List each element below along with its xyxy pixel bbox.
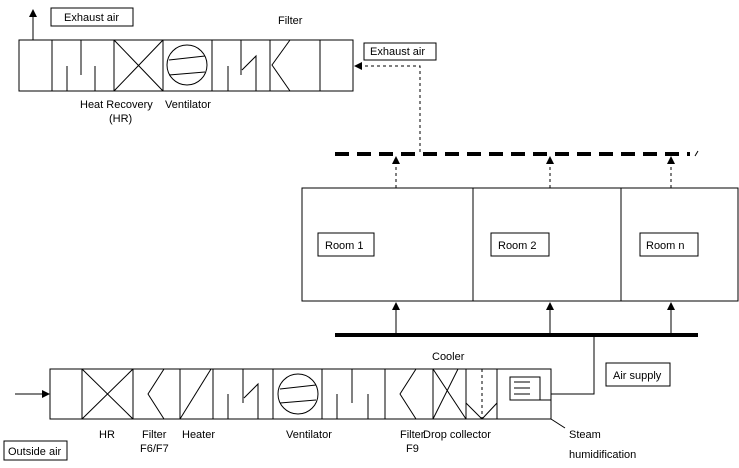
exhaust-air-top-label: Exhaust air [64, 12, 119, 24]
steam-humidifier-icon [509, 376, 551, 401]
filter-f9-label-2: F9 [406, 443, 419, 455]
drop-collector-label: Drop collector [423, 429, 491, 441]
supply-ventilator-fan-icon [277, 373, 319, 415]
room-2-label: Room 2 [498, 240, 537, 252]
supply-air-unit [15, 368, 566, 429]
ventilator-top-label: Ventilator [165, 99, 211, 111]
exhaust-return-dashed-line [354, 62, 421, 152]
supply-pocket-filter-icon [227, 369, 259, 419]
exhaust-chevron-filter-icon [271, 39, 291, 92]
hr-cross-icon [81, 368, 134, 420]
heat-recovery-label: Heat Recovery [80, 99, 153, 111]
exhaust-air-right-label: Exhaust air [370, 46, 425, 58]
steam-label-2: humidification [569, 449, 636, 461]
rooms: Room 1 Room 2 Room n [301, 187, 739, 302]
heater-slash-icon [179, 368, 212, 420]
heater-label: Heater [182, 429, 215, 441]
room-n-box [639, 232, 699, 257]
hr-bottom-label: HR [99, 429, 115, 441]
filter-f9-label-1: Filter [400, 429, 425, 441]
ventilator-fan-icon [166, 44, 208, 86]
steam-label-1: Steam [569, 429, 601, 441]
filter-top-label: Filter [278, 15, 303, 27]
drop-collector-icon [432, 368, 498, 420]
heat-recovery-cross-icon [113, 39, 164, 92]
exhaust-filter-pockets-icon [227, 40, 257, 91]
outside-air-label-box [3, 440, 68, 461]
outside-air-label: Outside air [8, 446, 62, 458]
supply-riser-line [551, 337, 595, 395]
ventilator-bottom-label: Ventilator [286, 429, 332, 441]
heat-recovery-comb-icon [66, 40, 96, 91]
heat-recovery-abbr-label: (HR) [109, 113, 132, 125]
filter-f6f7-label-1: Filter [142, 429, 167, 441]
filter-f9-chevron-icon [399, 368, 417, 420]
filter-f6f7-chevron-icon [147, 368, 165, 420]
exhaust-unit-casing [18, 39, 354, 92]
room-1-label: Room 1 [325, 240, 364, 252]
room-n-label: Room n [646, 240, 685, 252]
room-1-box [317, 232, 375, 257]
exhaust-air-unit [18, 9, 354, 92]
cooler-comb-icon [336, 369, 369, 419]
air-supply-label-box [605, 362, 671, 387]
cooler-label: Cooler [432, 351, 465, 363]
room-2-box [490, 232, 550, 257]
exhaust-air-top-label-box [50, 7, 134, 27]
exhaust-air-right-label-box [363, 42, 437, 61]
filter-f6f7-label-2: F6/F7 [140, 443, 169, 455]
air-supply-label: Air supply [613, 370, 662, 382]
